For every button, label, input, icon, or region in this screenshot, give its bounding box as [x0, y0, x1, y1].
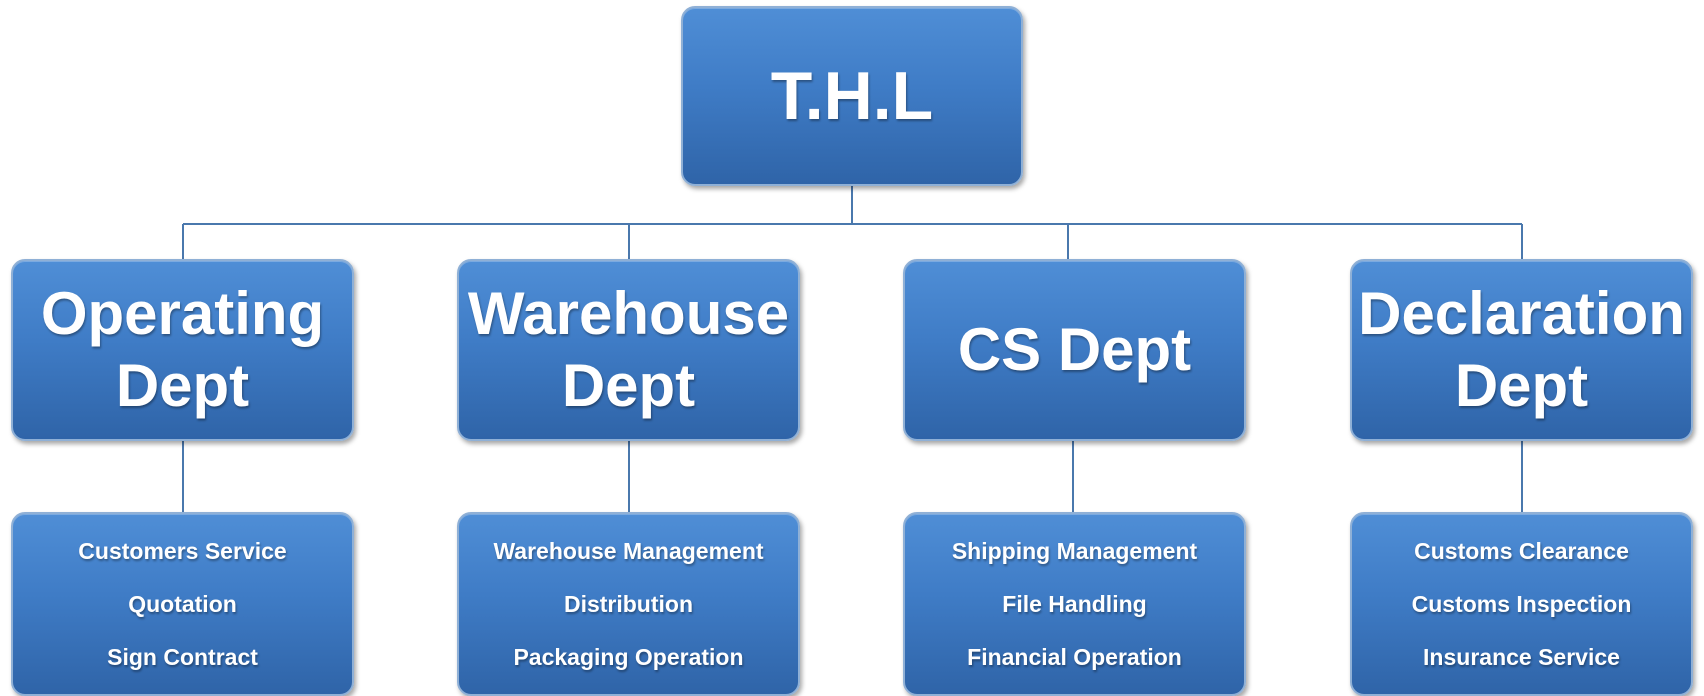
function-item: Customs Inspection — [1411, 590, 1632, 617]
functions-node-declaration: Customs Clearance Customs Inspection Ins… — [1350, 512, 1693, 696]
functions-node-warehouse: Warehouse Management Distribution Packag… — [457, 512, 800, 696]
function-item: Customs Clearance — [1414, 537, 1629, 564]
dept-title-line2: Dept — [1454, 352, 1589, 419]
function-item: Financial Operation — [967, 644, 1182, 671]
function-item: File Handling — [1002, 590, 1147, 617]
function-item: Distribution — [563, 590, 694, 617]
function-item: Shipping Management — [951, 537, 1198, 564]
dept-title-line1: Declaration — [1358, 280, 1685, 347]
dept-node-warehouse: Warehouse Dept — [457, 259, 800, 441]
dept-title-line2: Dept — [561, 352, 696, 419]
function-item: Customers Service — [78, 537, 287, 564]
dept-title-line1: CS Dept — [957, 316, 1192, 383]
dept-node-declaration: Declaration Dept — [1350, 259, 1693, 441]
function-item: Packaging Operation — [513, 644, 744, 671]
functions-node-operating: Customers Service Quotation Sign Contrac… — [11, 512, 354, 696]
function-item: Quotation — [128, 590, 237, 617]
functions-node-cs: Shipping Management File Handling Financ… — [903, 512, 1246, 696]
dept-title-line1: Warehouse — [467, 280, 790, 347]
dept-title-line1: Operating — [40, 280, 325, 347]
function-item: Sign Contract — [107, 644, 258, 671]
function-item: Warehouse Management — [493, 537, 764, 564]
root-node-thl: T.H.L — [681, 6, 1023, 186]
dept-node-cs: CS Dept — [903, 259, 1246, 441]
function-item: Insurance Service — [1423, 644, 1620, 671]
dept-node-operating: Operating Dept — [11, 259, 354, 441]
dept-title-line2: Dept — [115, 352, 250, 419]
root-title: T.H.L — [770, 58, 934, 134]
